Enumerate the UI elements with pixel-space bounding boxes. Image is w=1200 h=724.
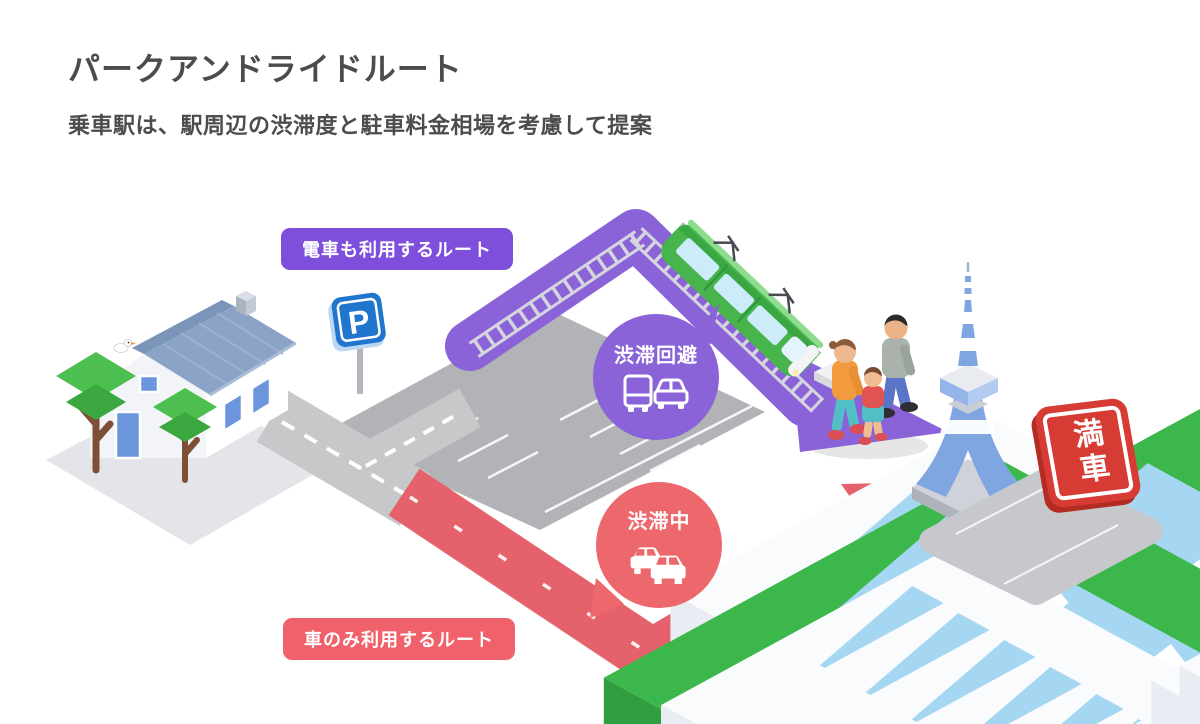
bus-and-car-icon <box>623 374 689 412</box>
road <box>256 388 481 526</box>
house-roof <box>144 306 296 395</box>
house-window <box>222 390 244 434</box>
family-illustration <box>827 314 918 445</box>
bubble-tail <box>590 578 624 618</box>
house-roof-back <box>132 300 234 354</box>
car-route-badge: 車のみ利用するルート <box>283 618 515 660</box>
house-window <box>250 374 272 418</box>
train-route-badge: 電車も利用するルート <box>281 228 513 270</box>
train-route-label: 電車も利用するルート <box>302 240 492 260</box>
bird-icon <box>113 338 136 353</box>
congestion-avoided-label: 渋滞回避 <box>614 345 698 367</box>
road-dashes <box>365 412 459 468</box>
attic-window <box>138 374 160 394</box>
parking-full-label: 満車 <box>1066 416 1111 490</box>
parking-sign-letter: P <box>346 303 372 342</box>
congestion-now-label: 渋滞中 <box>627 511 691 533</box>
car-route-label: 車のみ利用するルート <box>304 630 494 650</box>
pantograph-icon <box>713 235 795 314</box>
congestion-now-bubble: 渋滞中 <box>590 482 722 618</box>
page-subtitle: 乗車駅は、駅周辺の渋滞度と駐車料金相場を考慮して提案 <box>68 113 653 138</box>
house-door <box>114 410 142 460</box>
traffic-cars-icon <box>630 547 686 584</box>
father-figure <box>877 314 918 418</box>
parking-full-sign: 満車 <box>1033 397 1143 509</box>
tree-icon <box>153 388 217 483</box>
page-title: パークアンドライドルート <box>68 51 463 87</box>
chimney <box>236 291 256 316</box>
mother-figure <box>827 339 867 440</box>
header: パークアンドライドルート 乗車駅は、駅周辺の渋滞度と駐車料金相場を考慮して提案 <box>68 44 652 140</box>
child-figure <box>858 367 888 445</box>
parking-sign: P <box>328 292 386 394</box>
train-illustration <box>661 219 824 377</box>
congestion-avoided-bubble: 渋滞回避 <box>593 304 719 440</box>
tree-icon <box>56 352 136 474</box>
bubble-tail <box>687 304 719 344</box>
parking-full-sign-frame: 満車 <box>1041 404 1135 502</box>
